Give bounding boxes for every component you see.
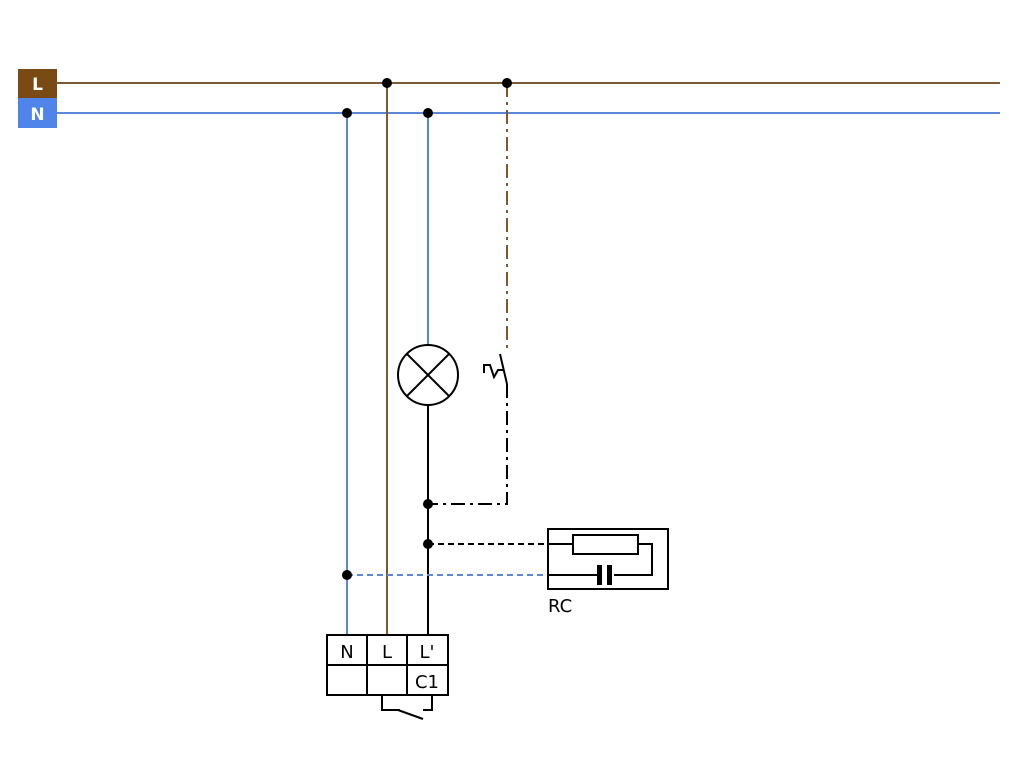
neutral-bus-label: N: [18, 98, 57, 128]
live-bus-label: L: [18, 69, 57, 98]
terminal-n-label: N: [340, 642, 353, 663]
relay-contact-icon: [381, 695, 433, 720]
resistor-icon: [572, 534, 639, 555]
lamp-icon: [397, 344, 459, 406]
rc-label: RC: [548, 596, 572, 617]
pushbutton-switch-icon: [483, 353, 508, 385]
switch-return-wire: [428, 384, 508, 505]
terminal-l-label: L: [382, 642, 392, 663]
capacitor-icon: [597, 565, 612, 585]
terminal-block: N L L' C1: [326, 634, 449, 696]
neutral-label-text: N: [30, 105, 44, 125]
terminal-c1-label: C1: [415, 672, 439, 693]
rc-module: [547, 528, 669, 590]
junction-dots: [342, 78, 512, 580]
terminal-l-prime-label: L': [420, 642, 435, 663]
live-label-text: L: [32, 75, 43, 95]
